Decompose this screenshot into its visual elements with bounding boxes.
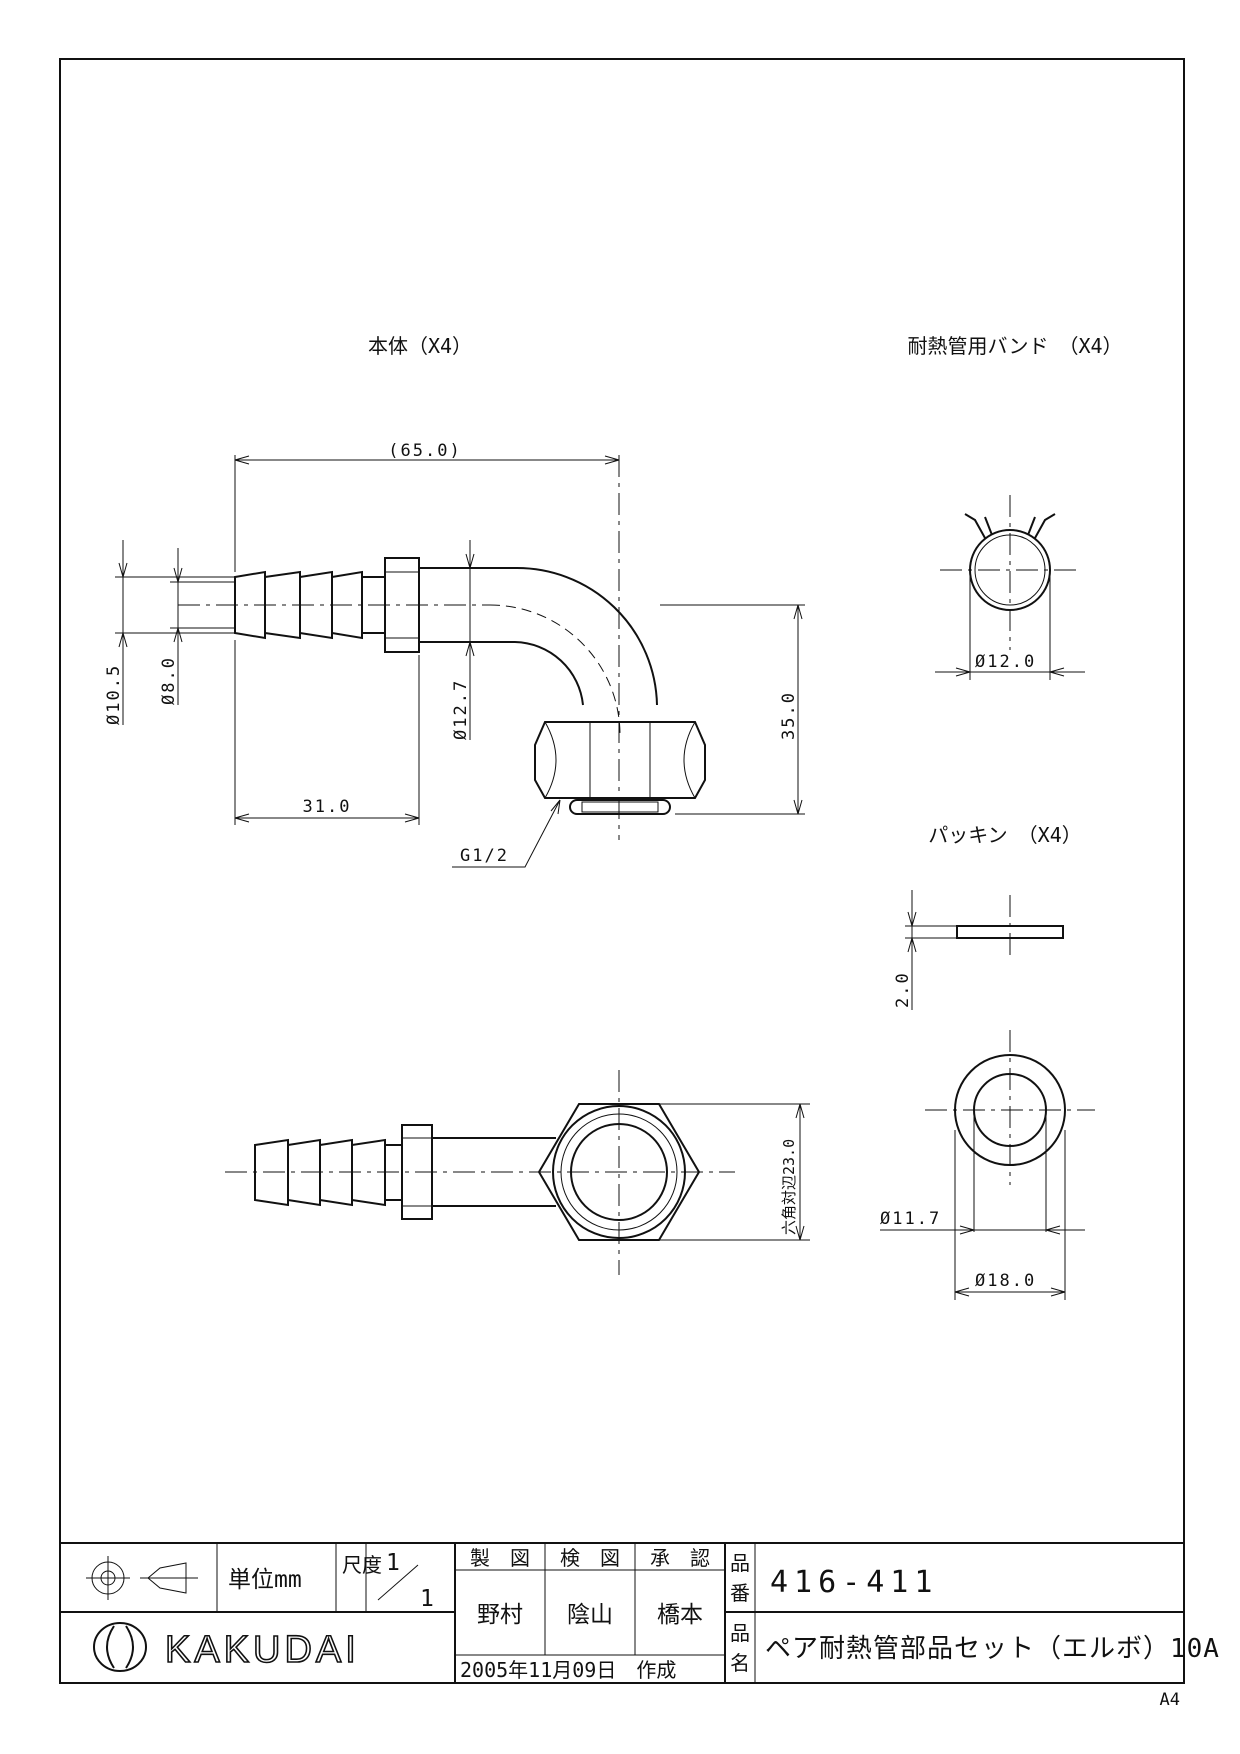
part-name: ペア耐熱管部品セット（エルボ）10A (765, 1634, 1220, 1664)
approved-label: 承 認 (650, 1546, 710, 1570)
packing-side-view: 2.0 (893, 890, 1064, 1010)
unit-label: 単位mm (228, 1567, 302, 1593)
dim-height-35: 35.0 (779, 691, 799, 740)
thread-callout: G1/2 (460, 846, 509, 866)
part-no-label-2: 番 (730, 1581, 750, 1605)
drawing-frame (59, 58, 1185, 1684)
title-block: 単位mm 尺度 1 1 製 図 検 図 承 認 野村 陰山 橋本 品 番 416… (60, 1542, 1220, 1683)
part-name-label-2: 名 (730, 1651, 750, 1675)
band-view-title: 耐熱管用バンド （X4） (907, 334, 1122, 358)
company-name: KAKUDAI (165, 1629, 360, 1671)
dim-length-31: 31.0 (303, 797, 352, 817)
part-name-label-1: 品 (730, 1621, 750, 1645)
dim-dia-12-7: Ø12.7 (451, 679, 471, 740)
date-created: 2005年11月09日 作成 (460, 1658, 676, 1682)
part-number: 416-411 (770, 1565, 938, 1600)
checked-by: 陰山 (567, 1602, 613, 1628)
dim-dia-10-5: Ø10.5 (104, 664, 124, 725)
heat-pipe-band-view: Ø12.0 (935, 495, 1085, 680)
body-view-title: 本体（X4） (368, 334, 472, 358)
drawn-label: 製 図 (470, 1546, 530, 1570)
elbow-body-top-view: 六角対辺23.0 (225, 1070, 810, 1275)
dim-packing-thickness: 2.0 (893, 971, 913, 1008)
paper-size: A4 (1160, 1690, 1180, 1710)
dim-hex-across-flats: 六角対辺23.0 (780, 1139, 798, 1235)
dim-band-dia: Ø12.0 (975, 652, 1036, 672)
approved-by: 橋本 (657, 1602, 703, 1628)
third-angle-projection-icon (86, 1556, 198, 1600)
scale-numerator: 1 (386, 1550, 400, 1576)
dim-packing-outer: Ø18.0 (975, 1271, 1036, 1291)
scale-label: 尺度 (342, 1553, 382, 1577)
scale-denominator: 1 (420, 1586, 434, 1612)
elbow-body-side-view: (65.0) Ø10.5 Ø8.0 Ø12.7 31.0 35.0 G1/2 (104, 441, 805, 868)
kakudai-logo: KAKUDAI (93, 1622, 360, 1672)
dim-overall-length: (65.0) (388, 441, 461, 461)
dim-dia-8-0: Ø8.0 (159, 656, 179, 705)
part-no-label-1: 品 (730, 1551, 750, 1575)
checked-label: 検 図 (560, 1546, 620, 1570)
drawn-by: 野村 (477, 1602, 523, 1628)
packing-front-view: Ø11.7 Ø18.0 (880, 1030, 1095, 1300)
packing-view-title: パッキン （X4） (928, 823, 1081, 847)
dim-packing-inner: Ø11.7 (880, 1209, 941, 1229)
